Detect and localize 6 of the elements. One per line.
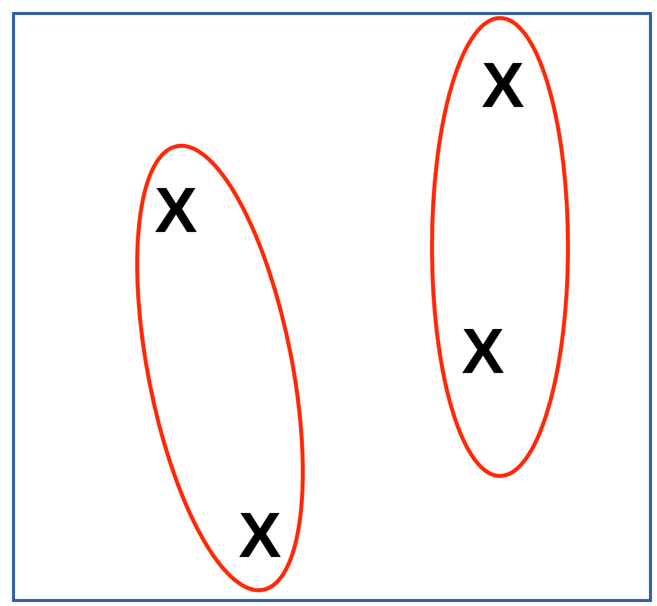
point-label: X: [238, 503, 282, 567]
point-label: X: [462, 319, 504, 383]
frame-box: [12, 12, 652, 602]
cluster-ellipse: [430, 15, 570, 479]
point-label: X: [482, 53, 524, 117]
point-label: X: [154, 178, 198, 242]
